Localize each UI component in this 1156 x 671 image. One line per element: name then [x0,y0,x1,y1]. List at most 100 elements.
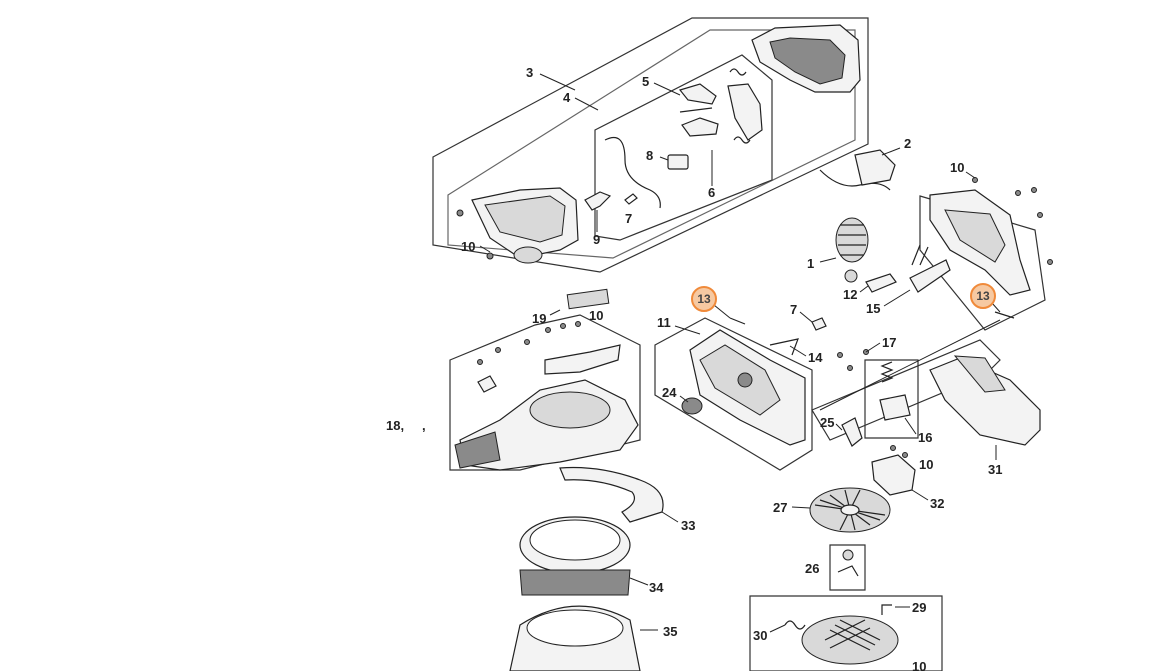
trigger-part [584,191,612,211]
washer-group-box [829,544,866,591]
callout-34: 34 [649,580,664,595]
motor-windings [838,224,866,256]
leader-line [574,97,599,111]
callout-16: 16 [918,430,932,445]
callout-2: 2 [904,136,911,151]
callout-27: 27 [773,500,787,515]
screw-icon [902,452,908,458]
leader-line [911,489,929,501]
filter-ring-band [519,569,631,596]
screw-icon [545,327,551,333]
callout-18: 18, [386,418,404,433]
motor-housing-box [654,317,813,471]
callout-32: 32 [930,496,944,511]
callout-10: 10 [919,457,933,472]
callout-comma: , [422,418,426,433]
locking-knob [841,417,863,447]
leader-line [865,342,881,353]
spring-small-top [729,68,747,76]
screw-icon [1015,190,1021,196]
screw-icon [972,177,978,183]
screw-icon [1037,212,1043,218]
side-cover-top [953,355,1006,393]
callout-15: 15 [866,301,880,316]
leader-line [549,309,561,316]
filter-clip [881,604,892,615]
callout-30: 30 [753,628,767,643]
motor-housing-bearing [737,372,753,388]
screw-icon [486,252,494,260]
callout-13-highlighted[interactable]: 13 [976,289,990,303]
lever-middle [681,117,719,137]
fan-hub [840,504,860,516]
long-pin-line [819,319,1001,411]
switch-block [667,154,689,170]
leader-line [674,325,701,335]
leader-line [629,577,649,586]
callout-6: 6 [708,185,715,200]
leader-line [859,285,869,293]
cable-clip [477,375,497,393]
leader-line [539,73,576,91]
screw-icon [560,323,566,329]
washer-icon [844,269,858,283]
callout-25: 25 [820,415,834,430]
power-cable-assembly [819,169,891,191]
leader-line [791,506,811,509]
leader-line [659,156,669,161]
leader-line [769,624,786,633]
lever-rod [679,107,713,113]
fan-group-box [811,339,1001,441]
callout-26: 26 [805,561,819,576]
handle-housing-group-box [432,17,869,273]
callout-24: 24 [662,385,677,400]
callout-31: 31 [988,462,1002,477]
callout-5: 5 [642,74,649,89]
spring-small-right [733,136,751,144]
screw-icon [524,339,530,345]
leader-line [883,289,911,307]
callout-29: 29 [912,600,926,615]
spring-group-box [864,359,919,439]
leader-line [679,395,689,403]
callout-11: 11 [657,315,671,330]
callout-10: 10 [912,659,926,671]
callout-33: 33 [681,518,695,533]
highlight-circle-13[interactable] [691,286,717,312]
latch-part [879,394,911,421]
fan-housing-nozzle [454,431,501,469]
brush-holder [909,259,951,293]
cable-holder [854,149,896,186]
callout-10: 10 [950,160,964,175]
filter-group-box [749,595,943,671]
callout-14: 14 [808,350,823,365]
screw-icon [456,209,464,217]
switch-housing [871,454,916,496]
lever-top [678,83,717,105]
highlight-circle-13[interactable] [970,283,996,309]
handle-left-detail [484,195,566,243]
motor-armature [835,217,869,263]
pin-right [994,311,1015,319]
callout-8: 8 [646,148,653,163]
label-sticker [566,288,610,310]
bracket-part [865,273,897,293]
compression-spring [880,361,894,383]
leader-line [789,345,807,357]
callout-17: 17 [882,335,896,350]
leader-line [713,304,731,319]
callout-19: 19 [532,311,546,326]
leader-line [881,147,901,156]
callout-13-highlighted[interactable]: 13 [697,292,711,306]
callout-3: 3 [526,65,533,80]
screw-icon [1031,187,1037,193]
handle-housing-shell-inner [769,37,846,85]
callout-10: 10 [589,308,603,323]
wire-spring [769,338,799,356]
handle-left-grip [513,246,543,264]
filter-ring-inner [529,519,621,561]
callout-9: 9 [593,232,600,247]
small-clip-left [624,193,638,205]
callout-10: 10 [461,239,475,254]
